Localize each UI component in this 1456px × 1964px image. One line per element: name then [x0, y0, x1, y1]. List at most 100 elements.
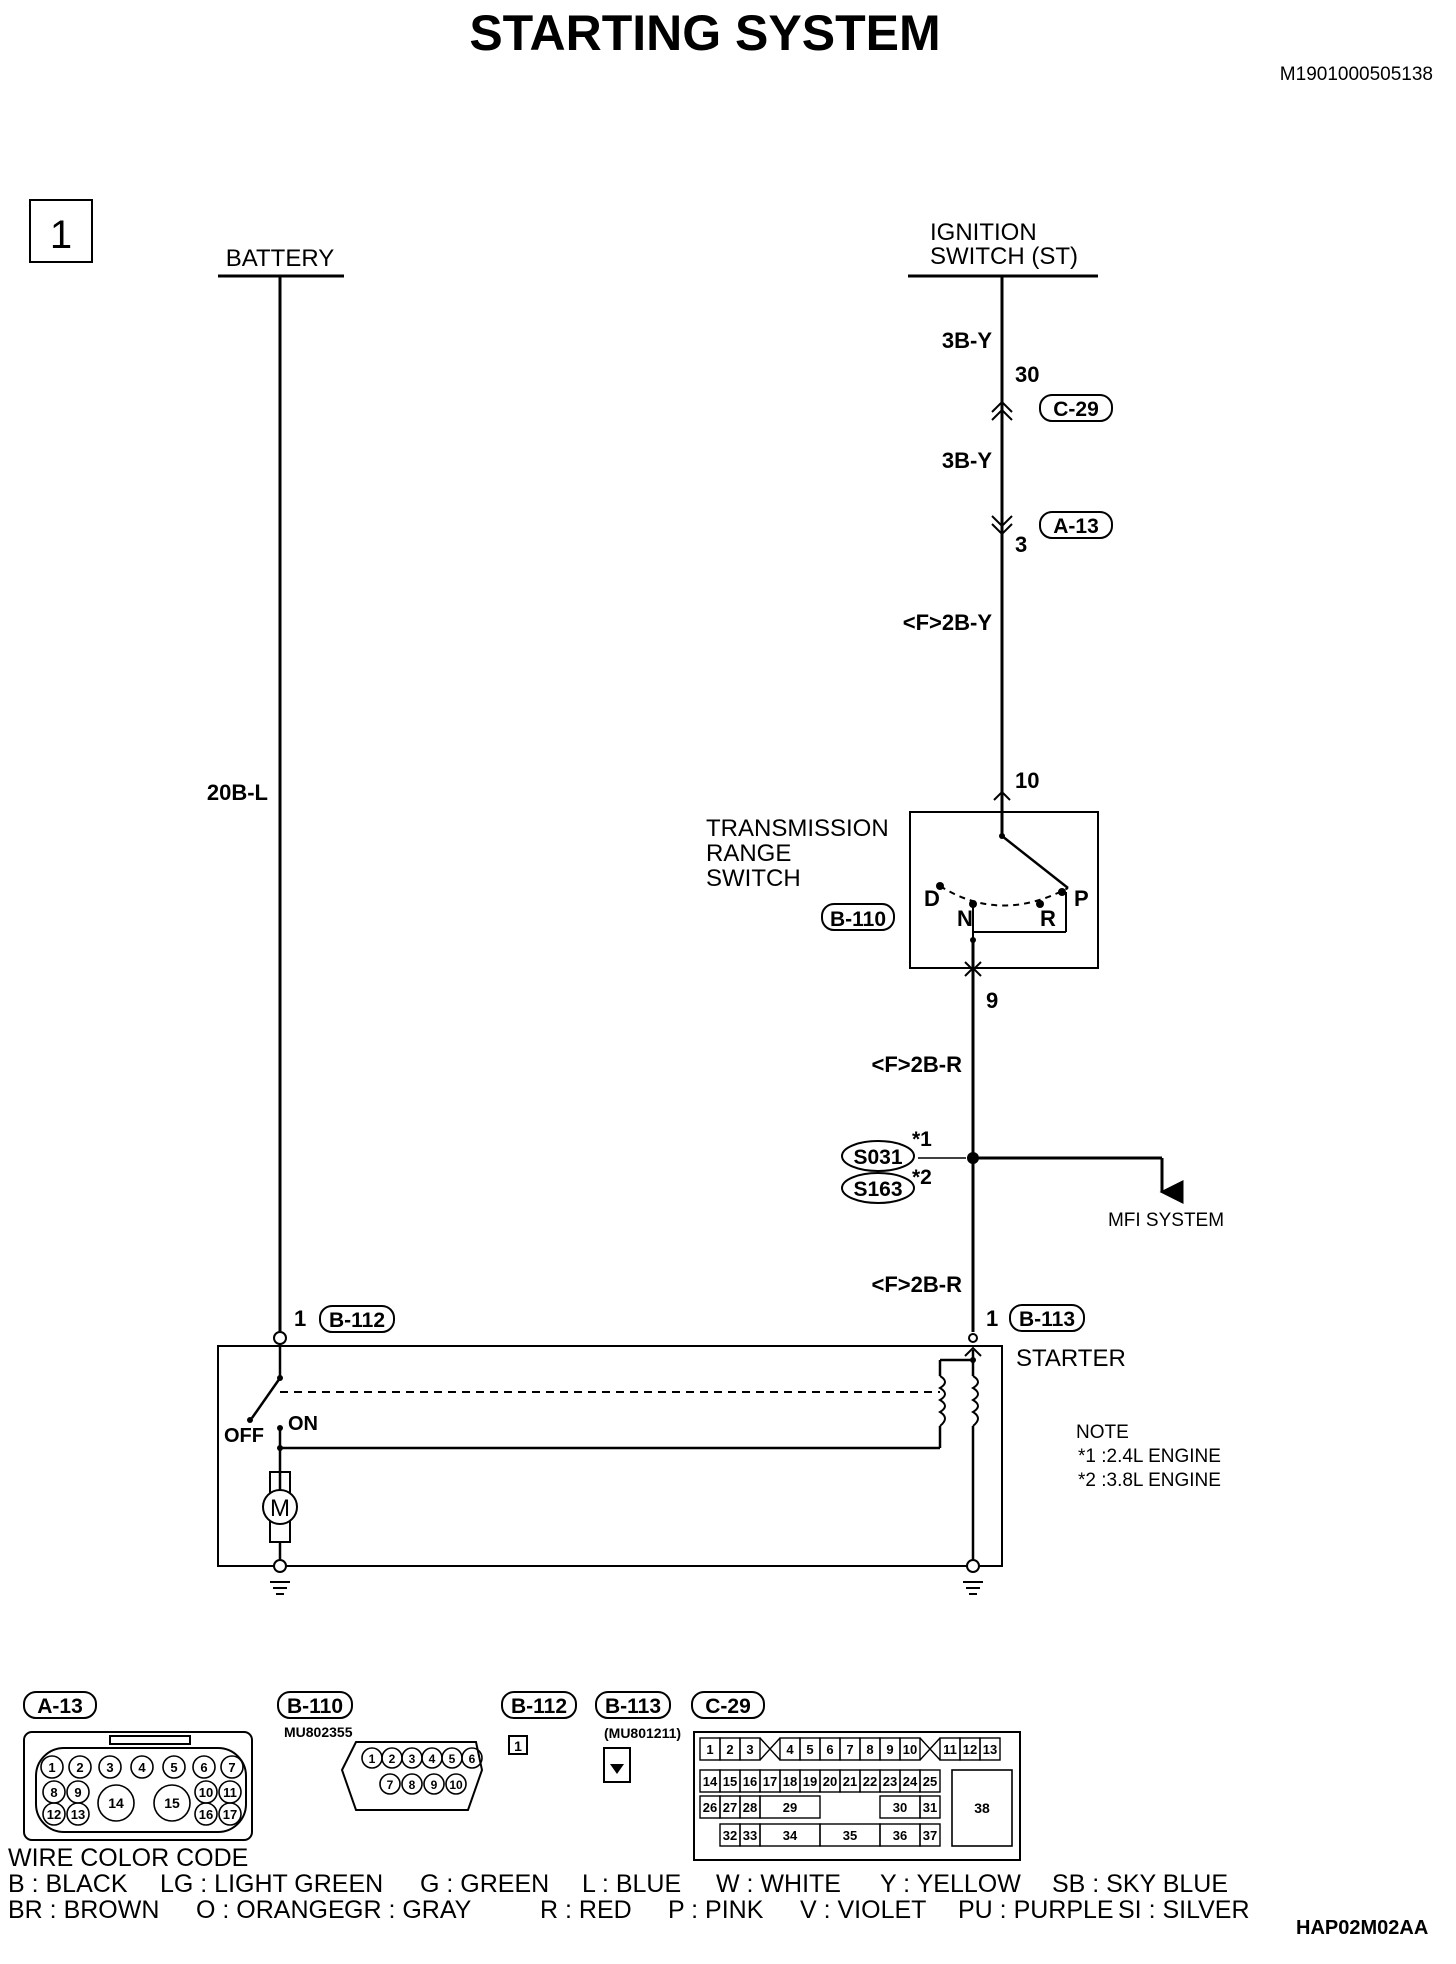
- c29-pin-2: 2: [726, 1742, 733, 1757]
- c29-pin-27: 27: [723, 1800, 737, 1815]
- c29-pin-29: 29: [783, 1800, 797, 1815]
- c29-pin-4: 4: [786, 1742, 794, 1757]
- footer-b110-badge: [277, 1691, 353, 1719]
- c29-pin-16: 16: [743, 1774, 757, 1789]
- b110-pin-7-outline: [379, 1773, 401, 1795]
- connector-b113-badge: [1009, 1304, 1085, 1332]
- c29-pin-38-cell: [951, 1769, 1013, 1847]
- motor-ground-terminal: [273, 1559, 287, 1573]
- trs-switch-box: [909, 811, 1099, 969]
- trs-position-d: D: [924, 886, 940, 911]
- wire-color-code-item: G : GREEN: [420, 1870, 549, 1898]
- c29-pin-12: 12: [963, 1742, 977, 1757]
- wire-color-code-item: O : ORANGE: [196, 1896, 345, 1924]
- splice-s031-badge: [841, 1140, 915, 1172]
- wire-label-3b-y-upper: 3B-Y: [942, 328, 992, 353]
- c29-pin-13-cell: [979, 1737, 1001, 1761]
- b110-pin-9: 9: [431, 1778, 438, 1792]
- c29-pin-20: 20: [823, 1774, 837, 1789]
- page-number: 1: [50, 213, 72, 257]
- wire-color-code-item: LG : LIGHT GREEN: [160, 1870, 383, 1898]
- b110-pin-2: 2: [389, 1752, 396, 1766]
- c29-pin-33: 33: [743, 1828, 757, 1843]
- c29-pin-5: 5: [806, 1742, 813, 1757]
- c29-pin-7: 7: [846, 1742, 853, 1757]
- c29-pin-34: 34: [783, 1828, 798, 1843]
- solenoid-contact-off: [247, 1417, 253, 1423]
- wire-color-code-item: W : WHITE: [716, 1870, 841, 1898]
- connector-a13: A-13: [1053, 515, 1099, 538]
- c29-pin-3: 3: [746, 1742, 753, 1757]
- c29-pin-31: 31: [923, 1800, 937, 1815]
- a13-pin-2: 2: [76, 1760, 83, 1775]
- pin-1-starter: 1: [986, 1306, 998, 1331]
- splice-s163-badge: [841, 1172, 915, 1204]
- a13-pin-1: 1: [48, 1760, 55, 1775]
- a13-latch: [109, 1735, 191, 1745]
- a13-pin-16-outline: [194, 1802, 218, 1826]
- b113-part-number: (MU801211): [604, 1725, 681, 1741]
- footer-connector-b112: B-112: [511, 1695, 567, 1718]
- trs-label-line1: TRANSMISSION: [706, 815, 889, 842]
- b110-pin-8-outline: [401, 1773, 423, 1795]
- footer-a13-badge: [23, 1691, 97, 1719]
- c29-blank-cavity-1: [759, 1737, 781, 1761]
- ground-symbol-motor: [270, 1581, 290, 1595]
- wire-color-code-item: SB : SKY BLUE: [1052, 1870, 1228, 1898]
- a13-pin-6: 6: [200, 1760, 207, 1775]
- wire-color-code-item: P : PINK: [668, 1896, 764, 1924]
- wire-label-f-2b-r-upper: <F>2B-R: [872, 1052, 963, 1077]
- a13-pin-1-outline: [40, 1755, 64, 1779]
- starter-box: [217, 1345, 1003, 1567]
- splice-ref-1: *1: [912, 1128, 932, 1151]
- c29-pin-10: 10: [903, 1742, 917, 1757]
- c29-pin-25-cell: [919, 1769, 941, 1793]
- wire-color-code-item: B : BLACK: [8, 1870, 128, 1898]
- c29-pin-18: 18: [783, 1774, 797, 1789]
- c29-connector-face: [693, 1731, 1021, 1861]
- connector-c29-mark: [991, 400, 1013, 421]
- c29-pin-38: 38: [974, 1800, 990, 1816]
- b112-connector-face: [508, 1735, 528, 1755]
- trs-position-arc: [939, 885, 1069, 907]
- c29-pin-37: 37: [923, 1828, 937, 1843]
- ground-symbol-coil: [963, 1581, 983, 1595]
- c29-pin-1: 1: [706, 1742, 713, 1757]
- page-title: STARTING SYSTEM: [469, 5, 940, 61]
- connector-b110-badge: [821, 903, 895, 931]
- c29-pin-36: 36: [893, 1828, 907, 1843]
- page-number-box: [29, 199, 93, 263]
- wire-color-code-item: R : RED: [540, 1896, 632, 1924]
- c29-pin-35: 35: [843, 1828, 857, 1843]
- document-id: M1901000505138: [1280, 64, 1433, 85]
- a13-pin-5: 5: [170, 1760, 177, 1775]
- mfi-system-label: MFI SYSTEM: [1108, 1210, 1224, 1231]
- a13-pin-4: 4: [138, 1760, 146, 1775]
- a13-pin-8: 8: [50, 1785, 57, 1800]
- trs-position-n: N: [957, 906, 973, 931]
- wire-label-f-2b-y: <F>2B-Y: [903, 610, 993, 635]
- connector-b112: B-112: [329, 1309, 385, 1332]
- b110-pin-10-outline: [445, 1773, 467, 1795]
- wire-color-code-item: PU : PURPLE: [958, 1896, 1114, 1924]
- b110-pin-6: 6: [469, 1752, 476, 1766]
- c29-pin-14: 14: [703, 1774, 718, 1789]
- a13-pin-11: 11: [223, 1785, 237, 1800]
- trs-contact-r: [1036, 900, 1044, 908]
- note-line-1: *1 :2.4L ENGINE: [1078, 1446, 1221, 1467]
- c29-pin-37-cell: [919, 1823, 941, 1847]
- c29-pin-10-cell: [899, 1737, 921, 1761]
- hold-in-coil: [971, 1375, 979, 1427]
- motor-symbol: M: [270, 1495, 290, 1522]
- b110-pin-8: 8: [409, 1778, 416, 1792]
- a13-pin-13-outline: [66, 1802, 90, 1826]
- c29-pin-21: 21: [843, 1774, 857, 1789]
- coil-ground-terminal: [966, 1559, 980, 1573]
- connector-b110: B-110: [830, 908, 886, 931]
- a13-connector-face: [23, 1731, 253, 1841]
- a13-pin-12: 12: [47, 1807, 61, 1822]
- b110-pin-3: 3: [409, 1752, 416, 1766]
